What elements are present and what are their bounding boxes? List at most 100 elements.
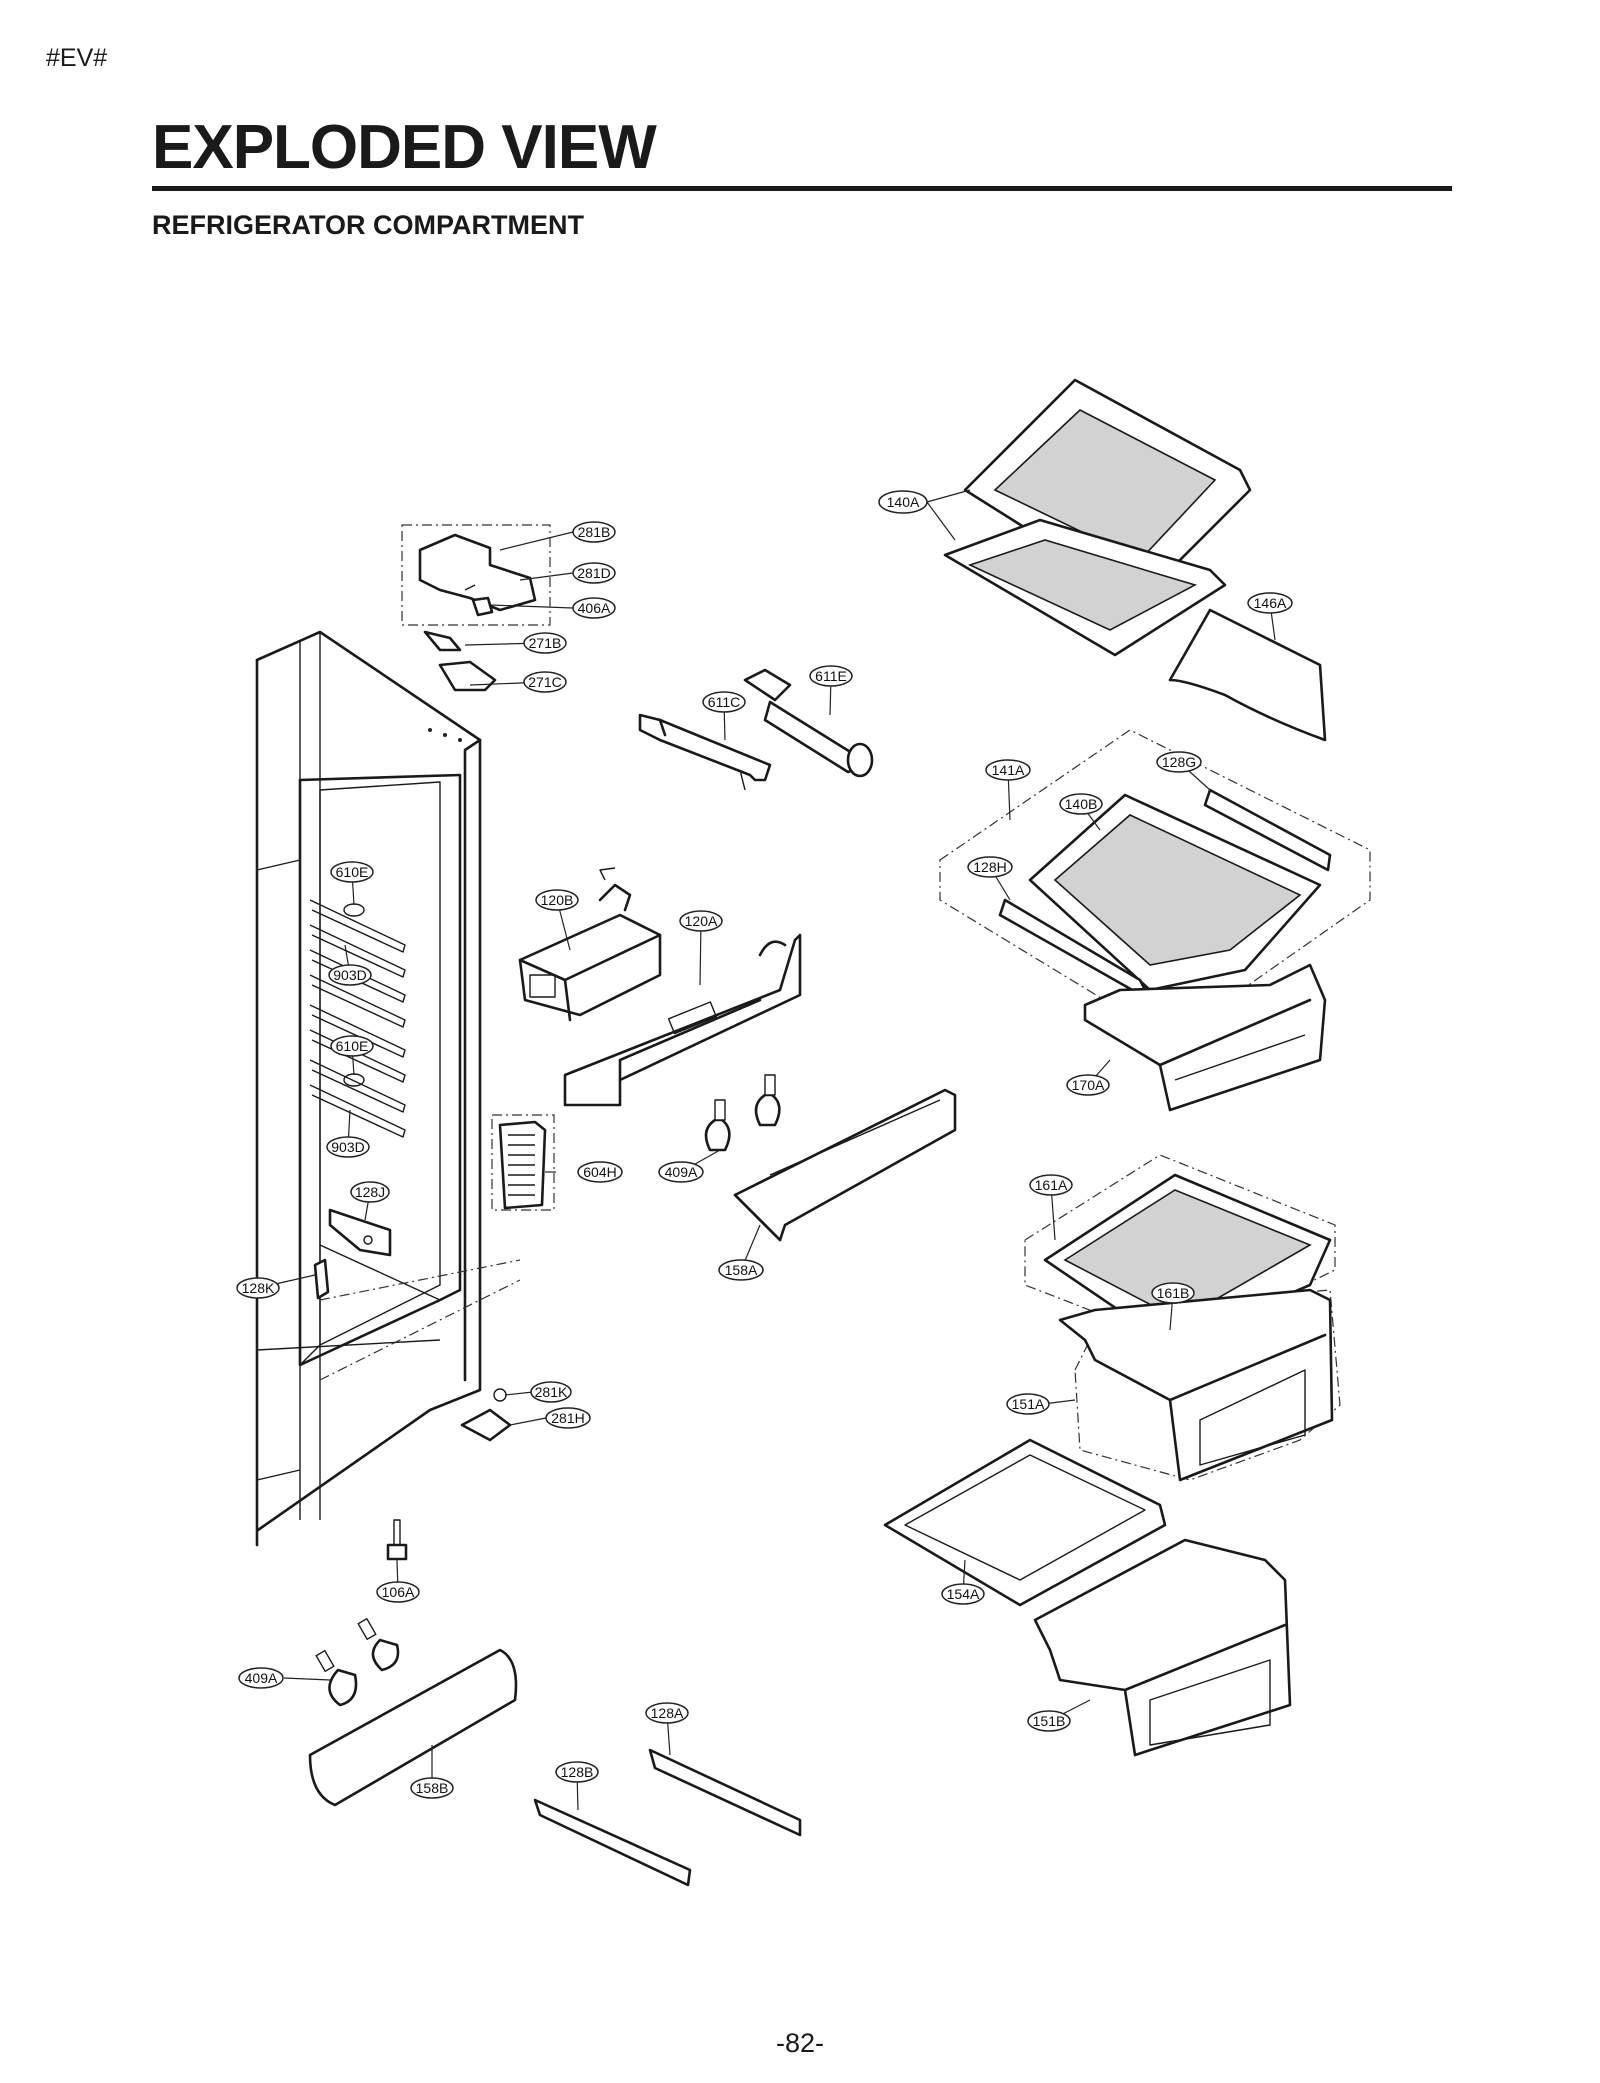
svg-text:271C: 271C [528,674,561,690]
callout-128g: 128G [1156,751,1202,773]
page-title: EXPLODED VIEW [152,113,657,182]
callout-281b: 281B [572,521,616,543]
bulbs-409a-upper [704,1074,781,1152]
light-cover-158b [308,1648,518,1807]
svg-text:128A: 128A [651,1705,684,1721]
svg-text:161B: 161B [1157,1285,1190,1301]
svg-text:128H: 128H [973,859,1006,875]
shelf-assembly-141a [939,729,1371,1041]
section-subtitle: REFRIGERATOR COMPARTMENT [152,210,584,240]
drawer-151b [1033,1538,1292,1757]
dispenser-housing-120b [518,867,662,1022]
svg-text:406A: 406A [578,600,611,616]
callout-146a: 146A [1247,592,1293,614]
svg-text:610E: 610E [336,1038,369,1054]
callout-610e-upper: 610E [330,861,374,883]
svg-text:161A: 161A [1035,1177,1068,1193]
air-filter-604h [491,1114,555,1211]
hinge-281 [460,1388,512,1442]
svg-text:903D: 903D [333,967,366,983]
svg-text:281H: 281H [551,1410,584,1426]
title-rule [152,186,1452,191]
callout-128h: 128H [967,856,1013,878]
water-tank-bracket-611c [638,713,772,791]
callout-128b: 128B [555,1761,599,1783]
svg-text:170A: 170A [1072,1077,1105,1093]
leveler-106a [386,1519,408,1561]
callout-161a: 161A [1029,1174,1073,1196]
callout-281k: 281K [530,1381,572,1403]
callout-151a: 151A [1006,1393,1050,1415]
drawer-170a [1083,963,1327,1112]
bulbs-409a-lower [315,1618,400,1707]
svg-text:146A: 146A [1254,595,1287,611]
callout-409a-upper: 409A [658,1161,704,1183]
callout-409a-lower: 409A [238,1667,284,1689]
svg-text:903D: 903D [331,1139,364,1155]
svg-text:271B: 271B [529,635,562,651]
cover-154a [883,1438,1167,1607]
drawer-151a [1058,1288,1341,1482]
svg-text:281K: 281K [535,1384,568,1400]
callout-140a: 140A [878,490,928,514]
page-number: -82- [775,2028,824,2058]
callout-120b: 120B [535,889,579,911]
svg-text:120B: 120B [541,892,574,908]
svg-text:281B: 281B [578,524,611,540]
callout-154a: 154A [941,1583,985,1605]
callout-141a: 141A [985,759,1031,781]
svg-text:141A: 141A [992,762,1025,778]
callout-170a: 170A [1066,1074,1110,1096]
callout-610e-lower: 610E [330,1035,374,1057]
cover-146a [1168,608,1327,742]
svg-text:140B: 140B [1065,796,1098,812]
sensor-271 [423,630,497,692]
svg-text:151A: 151A [1012,1396,1045,1412]
callout-158a: 158A [718,1259,764,1281]
callout-128a: 128A [645,1702,689,1724]
svg-text:611E: 611E [815,668,847,684]
clip-128k [313,1258,330,1300]
callout-281h: 281H [545,1407,591,1429]
document-tag: #EV# [46,44,108,72]
callout-161b: 161B [1151,1282,1195,1304]
light-cover-158a [733,1088,957,1242]
callout-128k: 128K [236,1277,280,1299]
svg-text:120A: 120A [685,913,718,929]
callout-158b: 158B [410,1777,454,1799]
svg-text:140A: 140A [887,494,920,510]
svg-text:158A: 158A [725,1262,758,1278]
svg-text:610E: 610E [336,864,369,880]
svg-text:151B: 151B [1033,1713,1066,1729]
svg-text:281D: 281D [577,565,610,581]
svg-text:409A: 409A [245,1670,278,1686]
callout-281d: 281D [572,562,616,584]
callout-903d-upper: 903D [328,964,372,986]
control-module-281 [401,524,551,626]
svg-text:106A: 106A [382,1584,415,1600]
svg-text:154A: 154A [947,1586,980,1602]
dispenser-bracket-120a [563,933,802,1107]
svg-text:128G: 128G [1162,754,1196,770]
callout-406a: 406A [572,597,616,619]
callout-140b: 140B [1059,793,1103,815]
svg-text:158B: 158B [416,1780,449,1796]
callout-611c: 611C [702,691,746,713]
svg-text:611C: 611C [708,694,740,710]
callout-903d-lower: 903D [326,1136,370,1158]
svg-text:128K: 128K [242,1280,275,1296]
svg-text:604H: 604H [583,1164,616,1180]
callout-604h: 604H [577,1161,623,1183]
water-filter-611e [743,668,874,778]
svg-text:128B: 128B [561,1764,594,1780]
callout-611e: 611E [809,665,853,687]
callout-151b: 151B [1027,1710,1071,1732]
callout-120a: 120A [679,910,723,932]
shelf-140a [943,378,1252,657]
callout-128j: 128J [350,1181,390,1203]
cabinet-liner [255,630,521,1547]
callout-106a: 106A [376,1581,420,1603]
rail-128b [533,1798,692,1887]
callout-271b: 271B [523,632,567,654]
svg-text:409A: 409A [665,1164,698,1180]
